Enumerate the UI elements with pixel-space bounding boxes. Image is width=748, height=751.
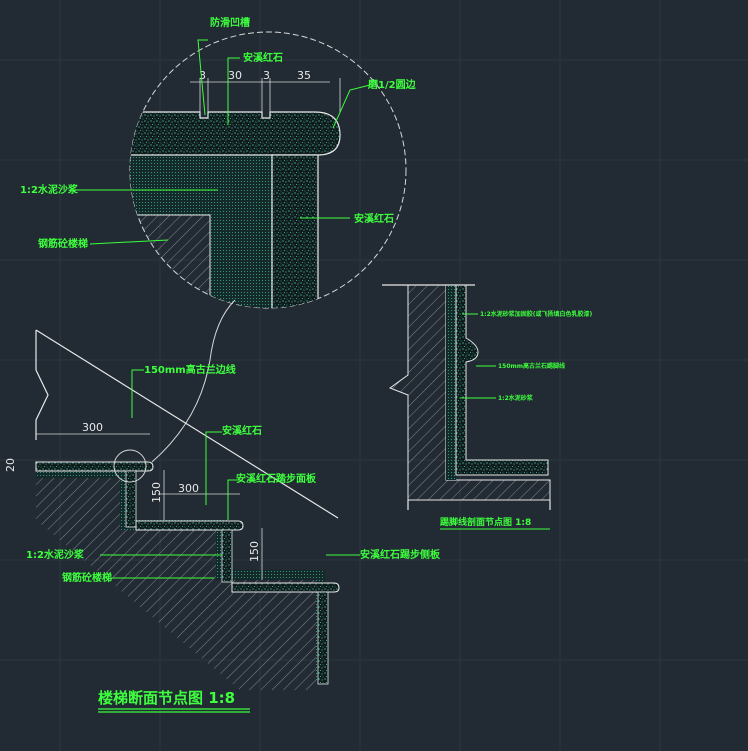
label-stair-stone: 安溪红石 [222,424,262,437]
label-stair-mortar: 1:2水泥沙浆 [26,548,85,561]
label-baseboard-3: 1:2水泥砂浆 [498,394,534,402]
label-baseboard-2: 150mm高古兰石踢脚线 [498,362,565,370]
detail-dim-3: 3 [263,69,270,82]
label-baseboard-1: 1:2水泥砂浆加固胶(或飞扬填白色乳胶漆) [480,310,592,318]
label-detail-stone-top: 安溪红石 [243,51,283,64]
stair-dim-riser-2: 150 [248,541,261,562]
label-edge-round: 磨1/2圆边 [367,78,417,91]
stair-dim-tread-2: 300 [178,482,199,495]
label-detail-rc-stair: 钢筋砼楼梯 [38,237,88,250]
label-anti-slip-groove: 防滑凹槽 [210,16,250,29]
stair-section: 300 300 150 150 20 150mm高古兰边线 安溪红石 安溪红石踏… [4,329,441,690]
baseboard-section: 1:2水泥砂浆加固胶(或飞扬填白色乳胶漆) 150mm高古兰石踢脚线 1:2水泥… [382,284,592,530]
detail-dim-2: 30 [228,69,242,82]
label-baseboard-line: 150mm高古兰边线 [144,363,236,376]
detail-view: 3 30 3 35 防滑凹槽 安溪红石 磨1/2圆边 1:2水泥沙浆 安溪红石 … [20,16,417,309]
label-stair-rc: 钢筋砼楼梯 [62,571,112,584]
stair-dim-thickness: 20 [4,458,17,472]
main-title: 楼梯断面节点图 1:8 [98,689,235,707]
stair-dim-riser: 150 [150,482,163,503]
baseboard-title: 踢脚线剖面节点图 1:8 [440,516,531,528]
label-stair-riser: 安溪红石踢步侧板 [360,548,441,561]
label-detail-mortar: 1:2水泥沙浆 [20,183,79,196]
stair-dim-tread: 300 [82,421,103,434]
detail-dim-1: 3 [199,69,206,82]
label-stair-tread: 安溪红石踏步面板 [236,472,317,485]
detail-dim-4: 35 [297,69,311,82]
label-detail-stone-right: 安溪红石 [354,212,394,225]
